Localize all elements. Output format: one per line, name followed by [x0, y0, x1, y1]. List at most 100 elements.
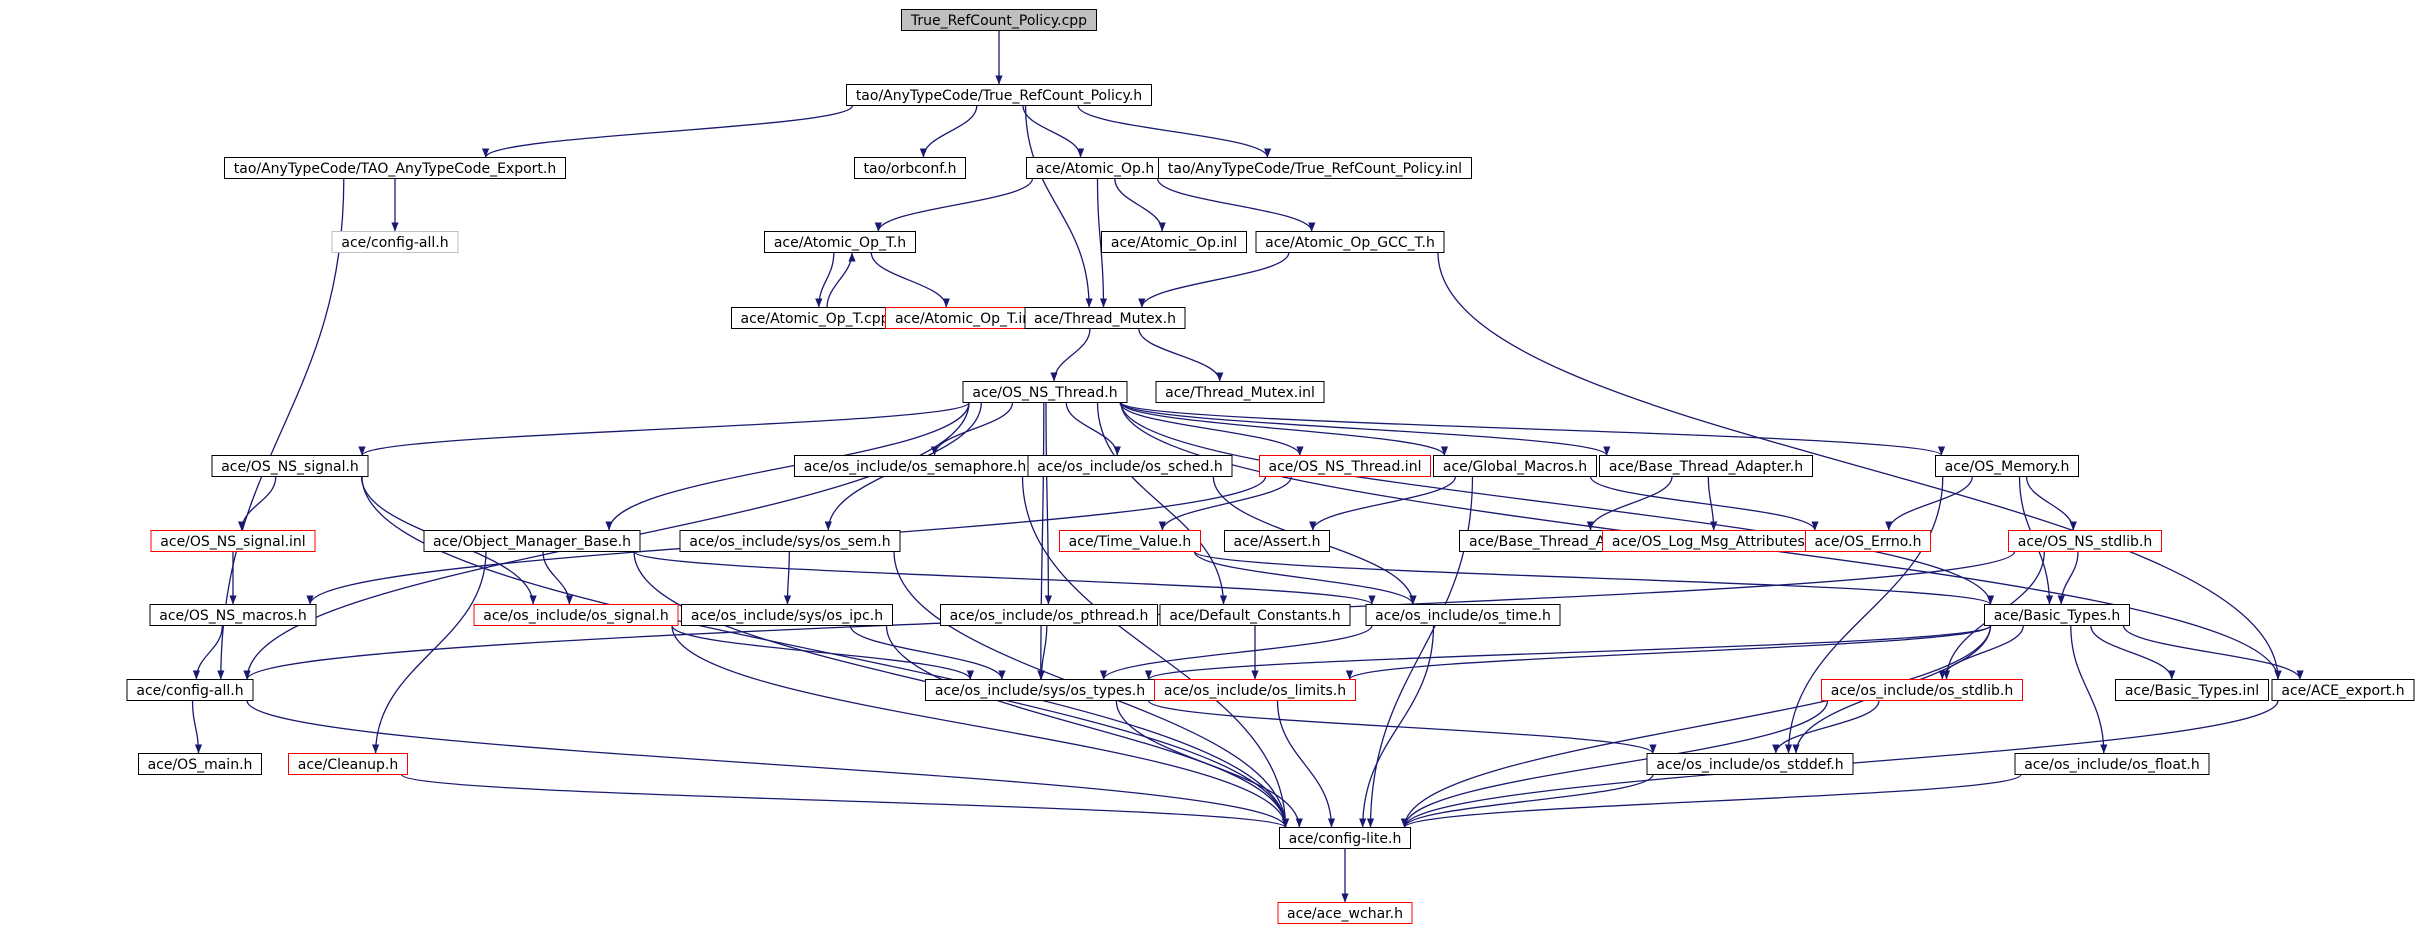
- graph-node[interactable]: ace/Time_Value.h: [1059, 530, 1201, 552]
- graph-node[interactable]: ace/os_include/os_stdlib.h: [1821, 679, 2023, 701]
- node-label: ace/OS_NS_signal.inl: [160, 534, 305, 550]
- node-label: ace/os_include/os_pthread.h: [950, 608, 1149, 624]
- node-label: ace/Cleanup.h: [298, 757, 398, 773]
- node-box: [1277, 902, 1413, 924]
- dependency-edge: [246, 700, 1289, 828]
- dependency-edge: [1586, 476, 1673, 531]
- graph-node[interactable]: tao/AnyTypeCode/TAO_AnyTypeCode_Export.h: [224, 157, 566, 179]
- node-box: [2014, 753, 2210, 775]
- dependency-edge: [2090, 625, 2176, 680]
- dependency-edge: [1158, 476, 1292, 531]
- node-label: ace/Thread_Mutex.inl: [1165, 385, 1315, 401]
- graph-node[interactable]: ace/Atomic_Op.inl: [1101, 231, 1247, 253]
- dependency-edge: [1021, 476, 1290, 828]
- graph-node[interactable]: ace/os_include/sys/os_types.h: [925, 679, 1155, 701]
- node-box: [1158, 157, 1472, 179]
- graph-node[interactable]: ace/Atomic_Op_GCC_T.h: [1255, 231, 1445, 253]
- graph-node[interactable]: ace/Atomic_Op.h: [1026, 157, 1164, 179]
- graph-node[interactable]: ace/OS_NS_signal.h: [211, 455, 369, 477]
- graph-node[interactable]: ace/Object_Manager_Base.h: [423, 530, 641, 552]
- graph-node[interactable]: True_RefCount_Policy.cpp: [901, 9, 1097, 31]
- graph-node[interactable]: ace/Global_Macros.h: [1433, 455, 1597, 477]
- graph-node[interactable]: ace/OS_NS_signal.inl: [150, 530, 316, 552]
- graph-node[interactable]: ace/Basic_Types.inl: [2115, 679, 2269, 701]
- graph-node[interactable]: ace/Base_Thread_Adapter.h: [1599, 455, 1813, 477]
- dependency-edge: [1784, 476, 1944, 754]
- node-label: ace/Time_Value.h: [1069, 534, 1192, 550]
- graph-node[interactable]: ace/OS_NS_stdlib.h: [2008, 530, 2162, 552]
- dependency-edge: [1346, 624, 1992, 681]
- graph-node[interactable]: ace/OS_NS_Thread.h: [962, 381, 1128, 403]
- node-label: ace/Thread_Mutex.h: [1034, 311, 1176, 327]
- graph-node[interactable]: ace/os_include/os_float.h: [2014, 753, 2210, 775]
- graph-node[interactable]: ace/OS_main.h: [138, 753, 262, 775]
- dependency-edge: [1437, 252, 2282, 680]
- dependency-edge: [605, 402, 970, 531]
- dependency-edge: [1400, 774, 1654, 828]
- dependency-edge: [671, 625, 974, 680]
- graph-node[interactable]: ace/Thread_Mutex.h: [1024, 307, 1186, 329]
- graph-node[interactable]: tao/AnyTypeCode/True_RefCount_Policy.inl: [1158, 157, 1472, 179]
- node-label: ace/Atomic_Op_T.h: [774, 235, 906, 251]
- graph-node[interactable]: ace/Atomic_Op_T.inl: [885, 307, 1045, 329]
- graph-node[interactable]: ace/os_include/os_pthread.h: [940, 604, 1158, 626]
- graph-node[interactable]: ace/OS_NS_Thread.inl: [1259, 455, 1431, 477]
- node-box: [149, 604, 317, 626]
- node-label: ace/os_include/os_signal.h: [483, 608, 669, 624]
- graph-node[interactable]: ace/os_include/sys/os_sem.h: [679, 530, 901, 552]
- graph-node[interactable]: tao/AnyTypeCode/True_RefCount_Policy.h: [846, 84, 1152, 106]
- dependency-edge: [361, 476, 1290, 828]
- graph-node[interactable]: ace/ace_wchar.h: [1277, 902, 1413, 924]
- dependency-edge: [1885, 476, 1973, 531]
- graph-node[interactable]: ace/OS_NS_macros.h: [149, 604, 317, 626]
- node-box: [150, 530, 316, 552]
- graph-node[interactable]: ace/Basic_Types.h: [1984, 604, 2130, 626]
- graph-node[interactable]: ace/Thread_Mutex.inl: [1155, 381, 1325, 403]
- graph-node[interactable]: ace/os_include/os_time.h: [1365, 604, 1561, 626]
- node-label: ace/Atomic_Op.inl: [1111, 235, 1237, 251]
- node-box: [2115, 679, 2269, 701]
- graph-node[interactable]: ace/config-lite.h: [1279, 827, 1411, 849]
- graph-node[interactable]: ace/OS_Memory.h: [1935, 455, 2079, 477]
- node-label: ace/os_include/os_stddef.h: [1656, 757, 1843, 773]
- node-box: [1805, 530, 1931, 552]
- graph-node[interactable]: ace/os_include/os_sched.h: [1027, 455, 1233, 477]
- dependency-edge: [1400, 700, 1829, 828]
- graph-node[interactable]: ace/OS_Log_Msg_Attributes.h: [1602, 530, 1828, 552]
- dependency-edge: [1120, 401, 1611, 457]
- graph-node[interactable]: ace/ACE_export.h: [2271, 679, 2415, 701]
- graph-node[interactable]: ace/os_include/os_signal.h: [473, 604, 679, 626]
- graph-node[interactable]: ace/Cleanup.h: [288, 753, 408, 775]
- node-label: ace/OS_Log_Msg_Attributes.h: [1612, 534, 1818, 550]
- dependency-edge: [1589, 476, 1819, 531]
- graph-node[interactable]: ace/os_include/os_limits.h: [1154, 679, 1356, 701]
- graph-node[interactable]: ace/os_include/sys/os_ipc.h: [681, 604, 893, 626]
- dependency-edge: [1193, 550, 1994, 606]
- node-label: ace/Atomic_Op.h: [1036, 161, 1154, 177]
- graph-node[interactable]: ace/Atomic_Op_T.h: [764, 231, 916, 253]
- dependency-edge: [1120, 402, 1448, 456]
- node-box: [1259, 455, 1431, 477]
- graph-node[interactable]: ace/os_include/os_stddef.h: [1646, 753, 1854, 775]
- dependency-edge: [1156, 178, 1316, 232]
- dependency-edge: [1193, 551, 1417, 605]
- graph-node[interactable]: ace/config-all.h: [126, 679, 254, 701]
- dependency-edge: [1037, 625, 1048, 680]
- graph-node[interactable]: ace/Atomic_Op_T.cpp: [731, 307, 899, 329]
- graph-node[interactable]: ace/Default_Constants.h: [1159, 604, 1351, 626]
- node-box: [1599, 455, 1813, 477]
- graph-node[interactable]: ace/Assert.h: [1224, 530, 1330, 552]
- node-box: [1646, 753, 1854, 775]
- dependency-edge: [919, 105, 978, 158]
- graph-node[interactable]: ace/os_include/os_semaphore.h: [794, 455, 1036, 477]
- graph-node[interactable]: tao/orbconf.h: [854, 157, 966, 179]
- dependency-edge: [1022, 105, 1085, 158]
- dependency-edge: [1077, 105, 1272, 158]
- dependency-edge: [930, 402, 1014, 456]
- graph-node[interactable]: ace/OS_Errno.h: [1805, 530, 1931, 552]
- dependency-edge: [482, 105, 854, 158]
- graph-node[interactable]: ace/config-all.h: [331, 231, 459, 253]
- dependency-edge: [2122, 625, 2304, 680]
- node-box: [224, 157, 566, 179]
